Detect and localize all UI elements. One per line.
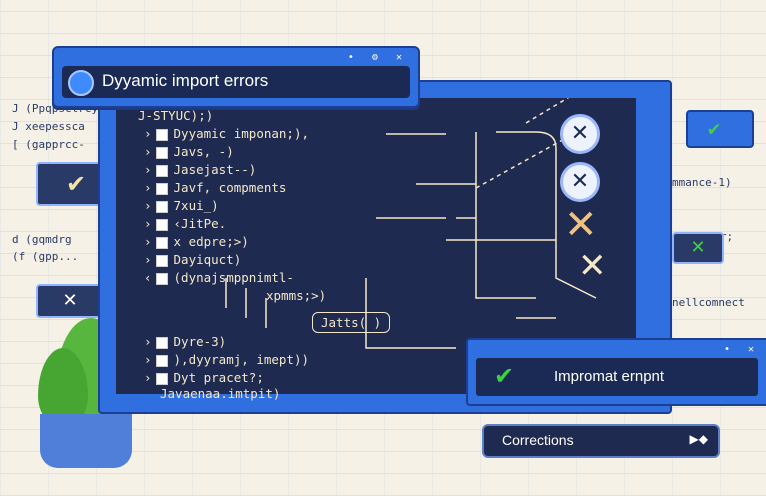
x-circle-icon: ✕	[560, 162, 600, 202]
code-line[interactable]: ›Dyt pracet?;	[144, 370, 264, 385]
x-mark-icon: ✕	[62, 290, 78, 311]
code-line[interactable]: ›‹JitPe.	[144, 216, 227, 231]
checkbox[interactable]	[155, 128, 168, 141]
x-mark-icon: ✕	[690, 237, 706, 258]
code-line[interactable]: ›Javs, -)	[144, 144, 234, 159]
code-line[interactable]: ‹(dynajsmppnimtl-	[144, 270, 294, 285]
checkbox[interactable]	[155, 236, 168, 249]
checkbox[interactable]	[155, 218, 168, 231]
x-card[interactable]: ✕	[36, 284, 104, 318]
checkbox[interactable]	[155, 200, 168, 213]
checkbox[interactable]	[155, 254, 168, 267]
check-icon: ✔	[65, 170, 87, 198]
code-line[interactable]: ›),dyyramj, imept))	[144, 352, 309, 367]
checkbox[interactable]	[155, 146, 168, 159]
check-icon: ✔	[708, 116, 721, 140]
connector-arrows	[225, 98, 597, 349]
popup-label: Impromat ernpnt	[554, 368, 665, 385]
bg-code-line: J xeepessca	[12, 120, 85, 133]
plant	[26, 318, 146, 478]
code-line[interactable]: ›Dyre-3)	[144, 334, 227, 349]
popup-body: ✔ Impromat ernpnt	[476, 358, 758, 396]
bg-code-line: nellcomnect	[672, 296, 745, 309]
window-controls[interactable]: • ⚙ ✕	[347, 52, 408, 63]
code-line[interactable]: ›Javf, compments	[144, 180, 287, 195]
checkbox[interactable]	[155, 164, 168, 177]
title-bar: Dyyamic import errors	[62, 66, 410, 98]
bg-code-line: [ (gapprcc-	[12, 138, 85, 151]
import-popup-window: • ✕ ✔ Impromat ernpnt	[466, 338, 766, 406]
bg-code-line: mmance-1)	[672, 176, 732, 189]
play-icon: ▶◆	[689, 432, 708, 446]
title-window: • ⚙ ✕ Dyyamic import errors	[52, 46, 420, 108]
code-line[interactable]: ›Dyyamic imponan;),	[144, 126, 309, 141]
check-card: ✕	[672, 232, 724, 264]
code-line[interactable]: ›x edpre;>)	[144, 234, 249, 249]
checkbox[interactable]	[155, 354, 168, 367]
bg-code-line: d (gqmdrg	[12, 233, 72, 246]
corrections-label: Corrections	[502, 432, 574, 448]
code-line[interactable]: ›Dayiquct)	[144, 252, 242, 267]
plant-pot	[40, 414, 132, 468]
dot-icon	[68, 70, 94, 96]
check-icon: ✔	[494, 362, 515, 390]
checkbox[interactable]	[155, 372, 168, 385]
checkbox[interactable]	[155, 182, 168, 195]
code-line: xpmms;>)	[266, 288, 327, 303]
corrections-button[interactable]: Corrections ▶◆	[482, 424, 720, 458]
window-controls[interactable]: • ✕	[723, 344, 760, 355]
check-window: ✔	[686, 110, 754, 148]
x-mark-icon: ✕	[564, 202, 598, 248]
window-title: Dyyamic import errors	[102, 71, 269, 90]
checkbox[interactable]	[155, 336, 168, 349]
code-line: Javaenaa.imtpit)	[160, 386, 281, 401]
code-line[interactable]: ›Jasejast--)	[144, 162, 257, 177]
checkbox[interactable]	[155, 272, 168, 285]
x-circle-icon: ✕	[560, 114, 600, 154]
code-line: J-STYUC);)	[138, 108, 214, 123]
x-mark-icon: ✕	[578, 246, 607, 286]
bg-code-line: (f (gpp...	[12, 250, 79, 263]
code-line[interactable]: ›7xui_)	[144, 198, 219, 213]
